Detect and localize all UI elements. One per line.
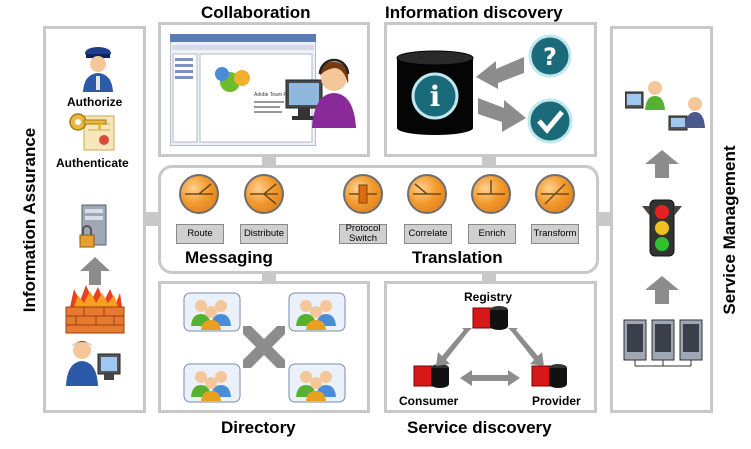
service-discovery-panel (384, 281, 597, 413)
management-up-arrow-icon-2 (645, 276, 679, 304)
distribute-label: Distribute (240, 224, 288, 244)
traffic-light-icon (642, 199, 682, 257)
transform-label: Transform (531, 224, 579, 244)
authenticate-key-icon (69, 113, 115, 151)
provider-server-icon (531, 364, 567, 388)
registry-label: Registry (464, 290, 513, 304)
correlate-label: Correlate (404, 224, 452, 244)
query-arrow-icon (476, 57, 524, 89)
user-computer-icon (66, 341, 121, 386)
registry-server-icon (472, 306, 508, 330)
connector-discovery-core (482, 154, 496, 168)
information-assurance-label: Information Assurance (20, 127, 39, 313)
service-discovery-heading: Service discovery (407, 418, 552, 437)
messaging-heading: Messaging (185, 248, 273, 267)
route-node (179, 174, 219, 214)
up-arrow-icon (80, 257, 110, 285)
transform-node (535, 174, 575, 214)
svg-text:?: ? (543, 43, 557, 71)
directory-heading: Directory (221, 418, 296, 437)
authenticate-label: Authenticate (56, 156, 129, 170)
information-discovery-heading: Information discovery (385, 3, 563, 22)
directory-group-icon-2 (288, 292, 346, 332)
collaboration-heading: Collaboration (201, 3, 311, 22)
headset-operator-icon (285, 58, 356, 128)
service-discovery-arrows-icon (436, 328, 544, 386)
connector-core-management (597, 212, 613, 226)
answer-arrow-icon (478, 98, 526, 132)
provider-label: Provider (532, 394, 581, 408)
authorize-officer-icon (83, 47, 113, 92)
firewall-icon (65, 285, 125, 334)
svg-text:i: i (430, 80, 441, 113)
directory-group-icon-3 (183, 363, 241, 403)
management-up-arrow-icon-1 (645, 150, 679, 178)
distribute-node (244, 174, 284, 214)
correlate-node (407, 174, 447, 214)
service-management-label: Service Management (720, 145, 739, 315)
consumer-label: Consumer (399, 394, 459, 408)
confirm-bubble-icon (527, 98, 573, 144)
connector-assurance-core (143, 212, 161, 226)
collaboration-window-title: Adobe Team Post 3.0 (254, 92, 302, 98)
users-at-computers-icon (625, 81, 705, 131)
server-rack-icon (623, 319, 703, 367)
query-bubble-icon: ? (528, 34, 572, 78)
directory-group-icon-1 (183, 292, 241, 332)
consumer-server-icon (413, 364, 449, 388)
enrich-label: Enrich (468, 224, 516, 244)
information-database-icon: i (396, 50, 474, 135)
secure-server-icon (79, 204, 107, 248)
protocol-switch-label: Protocol Switch (339, 224, 387, 244)
translation-heading: Translation (412, 248, 503, 267)
route-label: Route (176, 224, 224, 244)
directory-cross-arrows-icon (243, 326, 285, 368)
authorize-label: Authorize (67, 95, 123, 109)
protocol-switch-node (343, 174, 383, 214)
enrich-node (471, 174, 511, 214)
directory-group-icon-4 (288, 363, 346, 403)
connector-collab-core (262, 154, 276, 168)
